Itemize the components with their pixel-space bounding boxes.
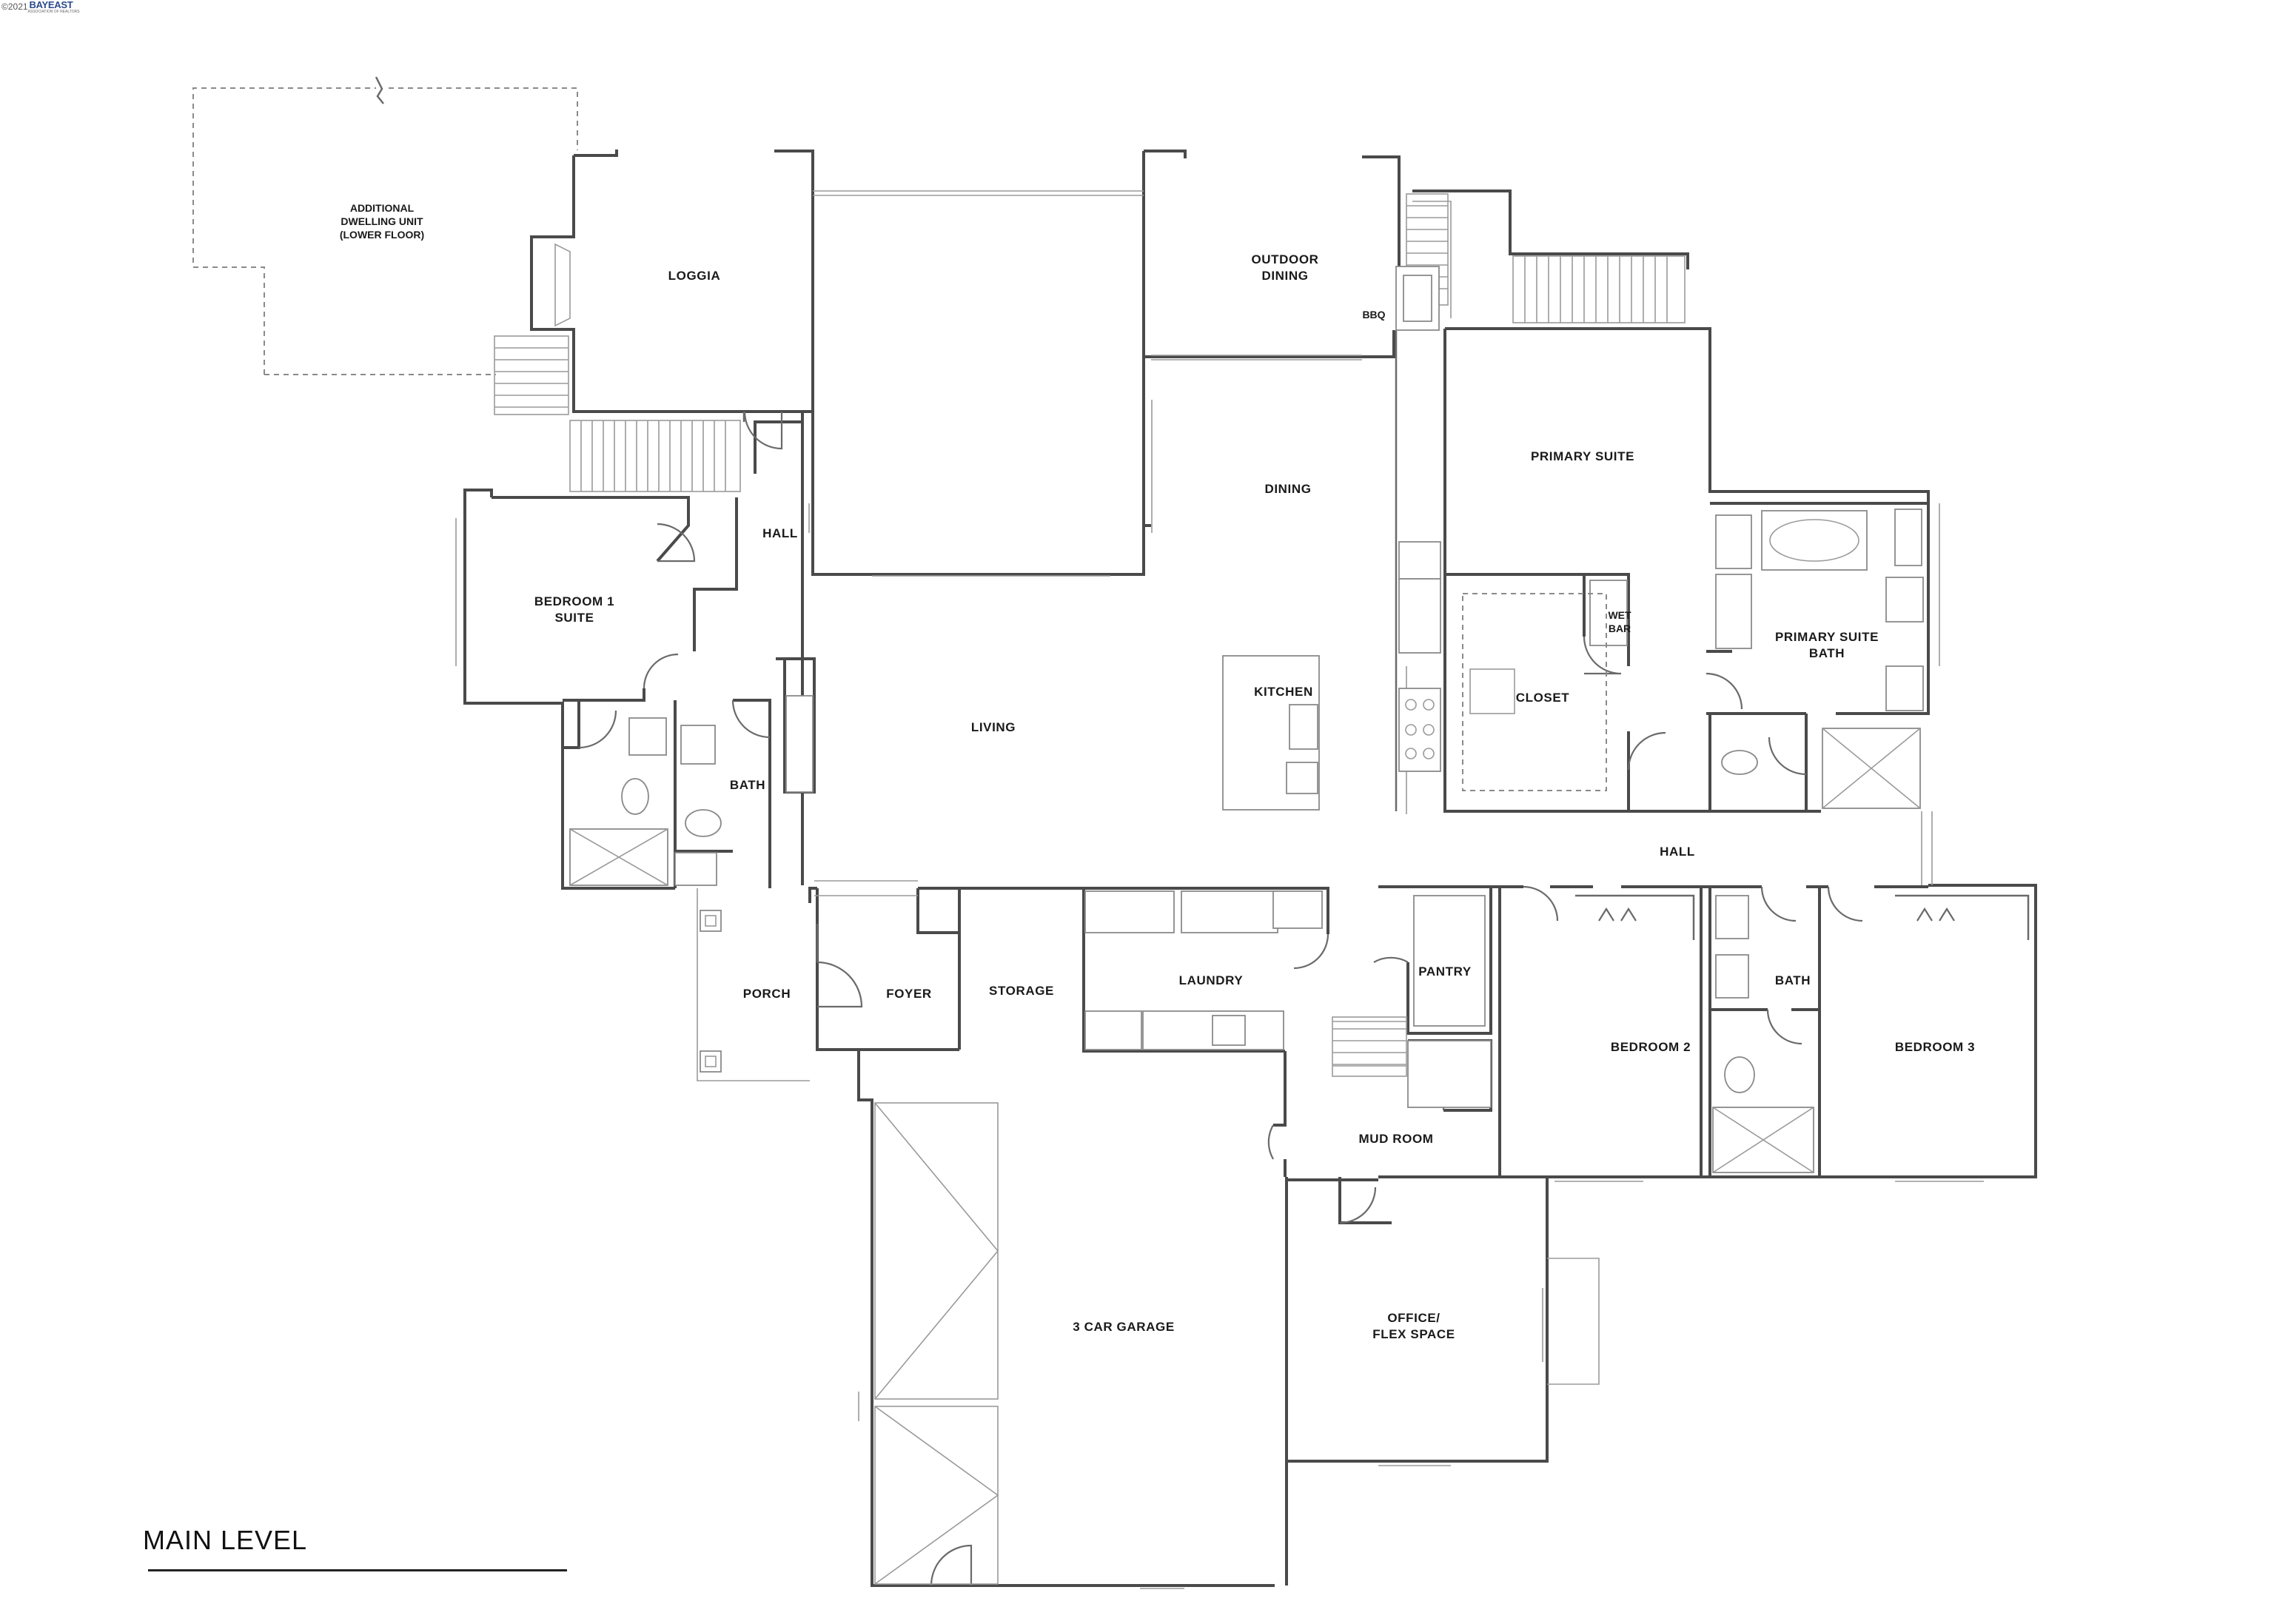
garage-label: 3 CAR GARAGE — [1073, 1320, 1175, 1334]
interior-walls — [465, 192, 2030, 1224]
fixtures — [554, 243, 1924, 1585]
primary-bath-label-line1: PRIMARY SUITE — [1775, 630, 1879, 644]
logo-text: BAYEAST — [29, 0, 73, 10]
adu-label-line2: DWELLING UNIT — [341, 215, 423, 227]
office-label-line1: OFFICE/ — [1387, 1311, 1440, 1325]
level-title: MAIN LEVEL — [143, 1525, 308, 1555]
closet-label: CLOSET — [1516, 691, 1570, 705]
bedroom1-label-line1: BEDROOM 1 — [534, 594, 614, 608]
laundry-label: LAUNDRY — [1179, 973, 1244, 987]
bedroom2-label: BEDROOM 2 — [1611, 1040, 1691, 1054]
porch-label: PORCH — [743, 987, 791, 1001]
exterior-walls — [463, 150, 2037, 1587]
hall-right-label: HALL — [1660, 845, 1695, 859]
adu-outline — [192, 76, 578, 375]
adu-label-line3: (LOWER FLOOR) — [340, 229, 424, 241]
living-label: LIVING — [971, 720, 1016, 734]
office-label-line2: FLEX SPACE — [1372, 1327, 1455, 1341]
hall-upper-label: HALL — [762, 526, 798, 540]
bayeast-logo: BAYEAST ASSOCIATION OF REALTORS — [28, 0, 80, 14]
pantry-label: PANTRY — [1418, 964, 1472, 979]
adu-label-line1: ADDITIONAL — [350, 202, 415, 214]
room-labels: ADDITIONAL DWELLING UNIT (LOWER FLOOR) L… — [340, 202, 1975, 1341]
bbq-label: BBQ — [1362, 309, 1385, 321]
dining-label: DINING — [1264, 482, 1311, 496]
outdoor-dining-label-line1: OUTDOOR — [1251, 252, 1318, 266]
bedroom1-label-line2: SUITE — [554, 611, 594, 625]
bath1-label: BATH — [730, 778, 765, 792]
wet-bar-label-line1: WET — [1608, 609, 1631, 621]
door-swings — [578, 411, 1955, 1586]
stairs — [494, 193, 1686, 1077]
outdoor-dining-label-line2: DINING — [1261, 269, 1308, 283]
bath2-label: BATH — [1775, 973, 1811, 987]
logo-subtext: ASSOCIATION OF REALTORS — [27, 10, 80, 14]
foyer-label: FOYER — [886, 987, 932, 1001]
mud-room-label: MUD ROOM — [1358, 1132, 1433, 1146]
kitchen-label: KITCHEN — [1254, 685, 1313, 699]
primary-suite-label: PRIMARY SUITE — [1531, 449, 1634, 463]
copyright-header: ©2021 BAYEAST ASSOCIATION OF REALTORS — [1, 0, 80, 14]
copyright-text: ©2021 — [1, 1, 28, 12]
title-underline — [148, 1569, 567, 1571]
loggia-label: LOGGIA — [668, 269, 721, 283]
storage-label: STORAGE — [989, 984, 1054, 998]
wet-bar-label-line2: BAR — [1609, 623, 1631, 634]
primary-bath-label-line2: BATH — [1809, 646, 1845, 660]
bedroom3-label: BEDROOM 3 — [1895, 1040, 1975, 1054]
